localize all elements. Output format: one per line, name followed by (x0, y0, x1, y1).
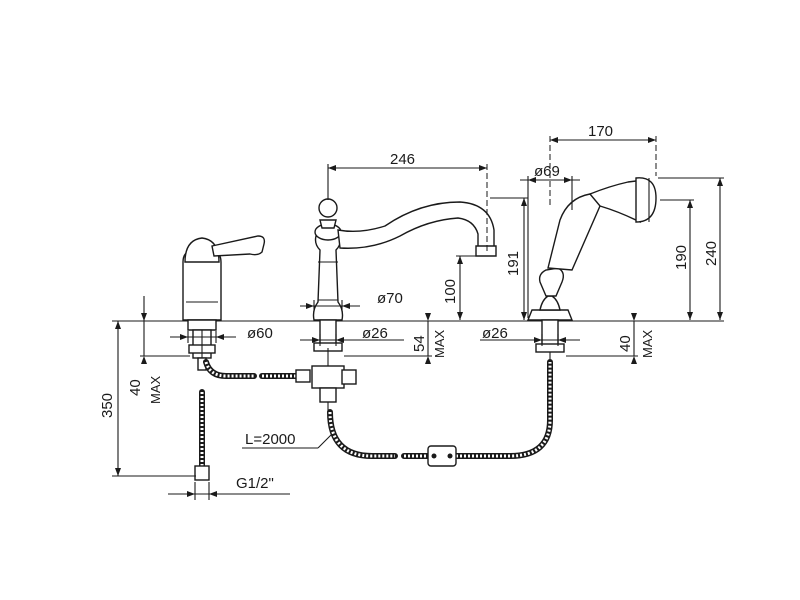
diverter-valve (311, 365, 357, 412)
dim-outlet-height: 100 (442, 279, 459, 304)
dim-spout-reach: 246 (390, 151, 415, 168)
mixer-hose-horizontal (203, 359, 257, 379)
dim-shower-reach: 170 (588, 123, 613, 140)
shower-hose (327, 409, 398, 459)
dim-shower-base-dia: ø69 (534, 163, 560, 180)
dim-mixer-base-dia: ø60 (247, 325, 273, 342)
dim-shower-height-190: 190 (673, 245, 690, 270)
hand-shower (526, 177, 657, 362)
dim-mixer-deck: 40 (127, 379, 144, 396)
dim-connection-thread: G1/2" (236, 475, 274, 492)
single-lever-mixer (182, 235, 266, 371)
swivel-spout (312, 198, 497, 368)
dim-shower-height-240: 240 (703, 241, 720, 266)
dim-shower-deck-max: MAX (640, 330, 655, 359)
mixer-hose-nut (194, 465, 210, 481)
dim-spout-deck: 54 (411, 335, 428, 352)
dim-shower-deck: 40 (617, 335, 634, 352)
dim-shower-shank-dia: ø26 (482, 325, 508, 342)
dim-spout-base-dia: ø70 (377, 290, 403, 307)
dim-spout-height: 191 (505, 251, 522, 276)
dim-hose-length: L=2000 (245, 431, 295, 448)
hose-clip (427, 445, 457, 467)
dim-spout-deck-max: MAX (432, 330, 447, 359)
dim-spout-shank-dia: ø26 (362, 325, 388, 342)
dim-mixer-deck-max: MAX (148, 376, 163, 405)
dim-mixer-overall: 350 (99, 393, 116, 418)
